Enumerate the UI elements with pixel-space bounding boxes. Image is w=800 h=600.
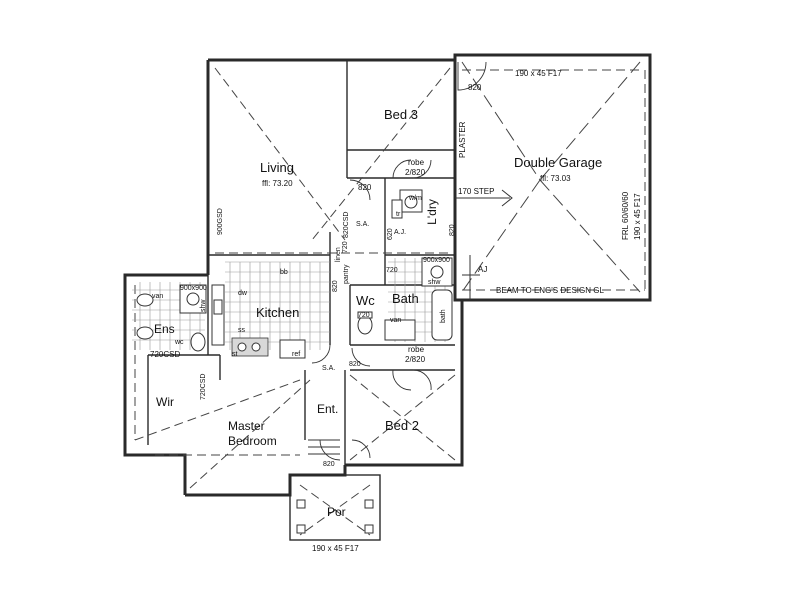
- room-porch: Por: [327, 505, 346, 519]
- garage-ffl: ffl: 73.03: [540, 174, 571, 183]
- tile-grid-ens: [132, 282, 205, 350]
- annotations: 190 x 45 F17 190 x 45 F17 190 x 45 F17 F…: [150, 69, 642, 553]
- plaster-label: PLASTER: [458, 121, 467, 158]
- washing-machine-label: w/m: [408, 195, 422, 202]
- sink-label: ss: [238, 327, 246, 334]
- robe-bottom-label: robe: [408, 345, 425, 354]
- garage-door-820: 820: [468, 83, 482, 92]
- fridge-space: [279, 339, 306, 359]
- stove-label: st: [232, 351, 238, 358]
- linen-720: 720: [342, 241, 349, 253]
- vanity-icon: [384, 319, 416, 341]
- room-double-garage: Double Garage: [514, 155, 602, 170]
- smoke-alarm-top: S.A.: [356, 221, 369, 228]
- beam-top-label: 190 x 45 F17: [515, 69, 562, 78]
- beam-right-label: 190 x 45 F17: [633, 193, 642, 240]
- bath-van-label: van: [390, 317, 401, 324]
- shower-size: 900x900: [423, 257, 450, 264]
- dishwasher-label: dw: [238, 290, 248, 297]
- ens-wc-label: wc: [174, 339, 184, 346]
- room-bed3: Bed 3: [384, 107, 418, 122]
- smoke-alarm-bottom: S.A.: [322, 365, 335, 372]
- pantry-820: 820: [332, 280, 339, 292]
- bath-fixture-label: bath: [440, 309, 447, 323]
- laundry-aj-label: A.J.: [394, 229, 406, 236]
- ens-toilet-icon: [190, 332, 206, 352]
- roof-lines: [134, 61, 646, 536]
- aj-label: AJ: [478, 265, 487, 274]
- kitchen-bench: [211, 284, 225, 346]
- ens-shower-size: 900x900: [180, 285, 207, 292]
- room-wc: Wc: [356, 293, 375, 308]
- room-bath: Bath: [392, 291, 419, 306]
- ens-shower-label: shw: [200, 299, 207, 312]
- laundry-720: 720: [386, 267, 398, 274]
- beam-bottom-label: 190 x 45 F17: [312, 544, 359, 553]
- bathtub-icon: [431, 289, 453, 341]
- robe-top-size: 2/820: [405, 168, 426, 177]
- cooktop: [231, 337, 269, 357]
- wc-720: 720: [358, 312, 370, 319]
- step-label: 170 STEP: [458, 187, 494, 196]
- ens-csd-label: 720CSD: [150, 350, 180, 359]
- living-csd-label: 820CSD: [343, 212, 350, 238]
- room-laundry: L'dry: [425, 199, 439, 225]
- bed2-820: 820: [323, 461, 335, 468]
- living-ffl: ffl: 73.20: [262, 179, 293, 188]
- laundry-tub: [391, 199, 403, 219]
- tub-label: tr: [396, 211, 401, 218]
- shower-label: shw: [428, 279, 441, 286]
- fixtures: [136, 61, 513, 534]
- pantry-label: pantry: [343, 264, 350, 284]
- room-wir: Wir: [156, 395, 174, 409]
- kitchen-sink: [213, 299, 223, 315]
- frl-label: FRL 60/60/60: [621, 191, 630, 240]
- wir-csd-label: 720CSD: [200, 374, 207, 400]
- entry-820: 820: [349, 361, 361, 368]
- room-ens: Ens: [154, 322, 175, 336]
- ens-basin-icon: [136, 293, 154, 307]
- room-kitchen: Kitchen: [256, 305, 299, 320]
- laundry-820: 820: [449, 224, 456, 236]
- tile-grid-kitchen: [225, 261, 330, 350]
- laundry-620: 620: [387, 228, 394, 240]
- room-entry: Ent.: [317, 402, 338, 416]
- room-bed2: Bed 2: [385, 418, 419, 433]
- fridge-label: ref: [292, 351, 300, 358]
- broom-cupboard-label: bb: [280, 269, 288, 276]
- room-living: Living: [260, 160, 294, 175]
- room-master-line2: Bedroom: [228, 434, 277, 448]
- ens-van-label: van: [152, 293, 163, 300]
- robe-bottom-size: 2/820: [405, 355, 426, 364]
- bed3-door-820: 820: [358, 183, 372, 192]
- living-gsd-label: 900GSD: [217, 208, 224, 235]
- beam-eng-label: BEAM TO ENG'S DESIGN GL: [496, 286, 604, 295]
- room-labels: Living ffl: 73.20 Bed 3 Double Garage ff…: [154, 107, 602, 519]
- linen-label: linen: [335, 247, 342, 262]
- robe-top-label: robe: [408, 158, 425, 167]
- room-master-line1: Master: [228, 419, 265, 433]
